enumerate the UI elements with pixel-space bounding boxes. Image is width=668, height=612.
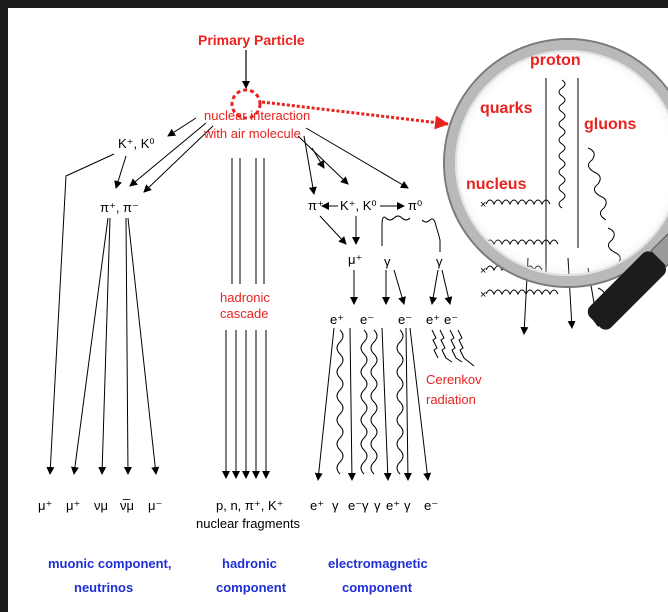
e-row-1: e⁺ bbox=[330, 312, 344, 328]
hadronic-cascade-line1: hadronic bbox=[220, 290, 270, 305]
muonic-particle-4: ν̅μ bbox=[120, 498, 134, 513]
em-particle-7: γ bbox=[404, 498, 411, 513]
e-row-3: e⁻ bbox=[398, 312, 412, 328]
muonic-particle-1: μ⁺ bbox=[38, 498, 52, 514]
hadronic-cascade-line2: cascade bbox=[220, 306, 268, 321]
em-particle-8: e⁻ bbox=[424, 498, 438, 514]
interaction-label-line1: nuclear interaction bbox=[204, 108, 310, 123]
em-particle-6: e⁺ bbox=[386, 498, 400, 514]
em-particle-4: γ bbox=[362, 498, 369, 513]
em-particle-5: γ bbox=[374, 498, 381, 513]
pion-mid-label: π⁺ bbox=[308, 198, 324, 214]
hadronic-component-line1: hadronic bbox=[222, 556, 277, 571]
nuclear-fragments-label: nuclear fragments bbox=[196, 516, 300, 531]
em-particle-1: e⁺ bbox=[310, 498, 324, 514]
nucleus-label: nucleus bbox=[466, 176, 526, 194]
gamma-1-label: γ bbox=[384, 254, 391, 269]
interaction-label-line2: with air molecule bbox=[204, 126, 301, 141]
em-particle-2: γ bbox=[332, 498, 339, 513]
e-row-5: e⁻ bbox=[444, 312, 458, 328]
muonic-component-line2: neutrinos bbox=[74, 580, 133, 595]
e-row-4: e⁺ bbox=[426, 312, 440, 328]
muonic-particle-2: μ⁺ bbox=[66, 498, 80, 514]
cerenkov-line1: Cerenkov bbox=[426, 372, 482, 387]
cerenkov-line2: radiation bbox=[426, 392, 476, 407]
kaon-mid-label: K⁺, K⁰ bbox=[340, 198, 377, 214]
muonic-particle-3: νμ bbox=[94, 498, 108, 513]
hadronic-component-line2: component bbox=[216, 580, 286, 595]
pion-neutral-label: π⁰ bbox=[408, 198, 422, 214]
em-particle-3: e⁻ bbox=[348, 498, 362, 514]
svg-text:×: × bbox=[480, 289, 486, 301]
em-component-line1: electromagnetic bbox=[328, 556, 428, 571]
quarks-label: quarks bbox=[480, 100, 532, 118]
pion-left-label: π⁺, π⁻ bbox=[100, 200, 139, 216]
cosmic-ray-shower-diagram: × × × × Primary Particle nuclear interac… bbox=[8, 8, 668, 612]
muon-mid-label: μ⁺ bbox=[348, 252, 362, 268]
e-row-2: e⁻ bbox=[360, 312, 374, 328]
muonic-particle-5: μ⁻ bbox=[148, 498, 162, 514]
muonic-component-line1: muonic component, bbox=[48, 556, 172, 571]
em-component-line2: component bbox=[342, 580, 412, 595]
svg-text:×: × bbox=[480, 265, 486, 277]
proton-label: proton bbox=[530, 52, 581, 70]
gamma-2-label: γ bbox=[436, 254, 443, 269]
hadronic-particles: p, n, π⁺, K⁺ bbox=[216, 498, 284, 514]
gluons-label: gluons bbox=[584, 116, 636, 134]
diagram-lines: × × × × bbox=[8, 8, 668, 612]
primary-particle-label: Primary Particle bbox=[198, 32, 305, 48]
kaon-left-label: K⁺, K⁰ bbox=[118, 136, 155, 152]
